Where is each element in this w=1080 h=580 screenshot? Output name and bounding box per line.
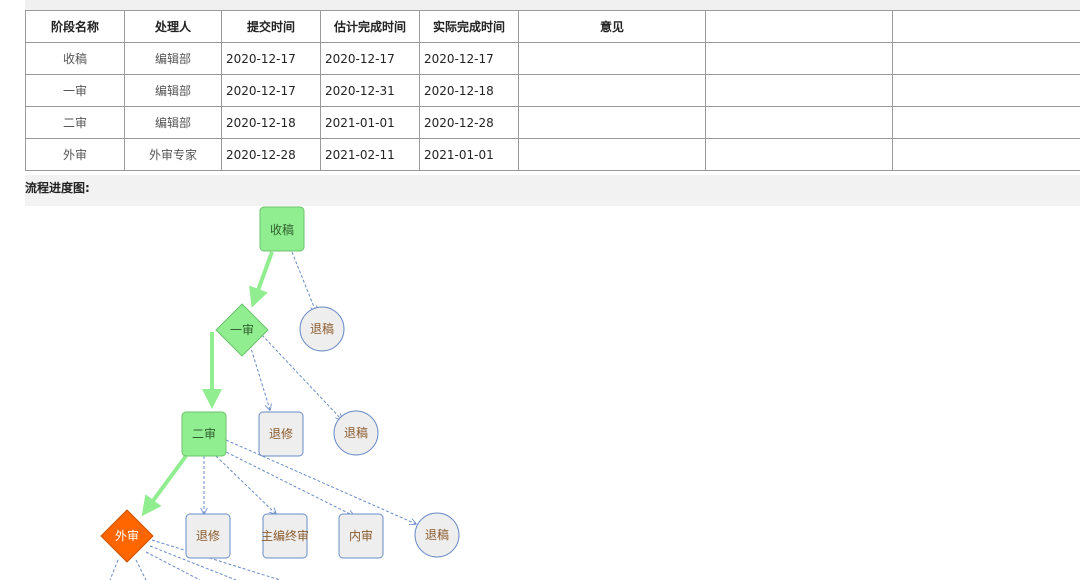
node-label: 一审 [230,322,254,337]
edge-ershen-neishen [221,449,354,516]
actual-cell: 2020-12-28 [419,106,519,139]
table-row: 收稿 编辑部 2020-12-17 2020-12-17 2020-12-17 [25,42,1080,75]
estimate-cell: 2021-02-11 [320,138,420,171]
edge-waishen-out2 [135,559,147,580]
node-tuixiu-2: 退修 [185,513,231,559]
col-header-actual-time: 实际完成时间 [419,10,519,43]
submit-cell: 2020-12-17 [221,74,321,107]
col-header-empty [892,10,1080,43]
table-row: 外审 外审专家 2020-12-28 2021-02-11 2021-01-01 [25,138,1080,171]
node-tuigao-1: 退稿 [299,306,345,352]
edge-waishen-out1 [109,559,119,580]
stage-cell: 收稿 [25,42,125,75]
stage-table: 阶段名称 处理人 提交时间 估计完成时间 实际完成时间 意见 收稿 编辑部 20… [25,10,1080,171]
table-header-row: 阶段名称 处理人 提交时间 估计完成时间 实际完成时间 意见 [25,10,1080,43]
submit-cell: 2020-12-18 [221,106,321,139]
done-edges [141,251,274,517]
col-header-handler: 处理人 [124,10,222,43]
stage-cell: 一审 [25,74,125,107]
node-yishen: 一审 [215,303,269,357]
col-header-stage: 阶段名称 [25,10,125,43]
col-header-opinion: 意见 [518,10,706,43]
node-label: 二审 [192,426,216,441]
pending-edges [109,251,416,580]
submit-cell: 2020-12-17 [221,42,321,75]
col-header-estimate-time: 估计完成时间 [320,10,420,43]
node-neishen: 内审 [338,513,384,559]
edge-yishen-tuigao [261,334,342,420]
edge-ershen-waishen [141,454,188,517]
empty-cell [892,74,1080,107]
node-tuigao-3: 退稿 [414,512,460,558]
empty-cell [892,42,1080,75]
node-label: 内审 [349,528,373,543]
empty-cell [705,138,893,171]
node-label: 主编终审 [261,528,309,543]
edge-waishen-out3 [145,551,201,580]
node-label: 退修 [196,528,220,543]
actual-cell: 2020-12-18 [419,74,519,107]
estimate-cell: 2021-01-01 [320,106,420,139]
node-label: 收稿 [270,222,294,237]
node-label: 退稿 [425,527,449,542]
actual-cell: 2021-01-01 [419,138,519,171]
estimate-cell: 2020-12-31 [320,74,420,107]
node-waishen: 外审 [100,509,154,563]
node-label: 退稿 [344,425,368,440]
edge-ershen-zhubian [215,455,276,514]
node-label: 退修 [269,426,293,441]
handler-cell: 外审专家 [124,138,222,171]
stage-cell: 二审 [25,106,125,139]
node-label: 退稿 [310,321,334,336]
edge-yishen-tuixiu [249,344,270,410]
node-ershen: 二审 [181,411,227,457]
stage-cell: 外审 [25,138,125,171]
node-label: 外审 [115,528,139,543]
edge-shougao-tuigao [291,251,316,312]
node-tuixiu-1: 退修 [258,411,304,457]
submit-cell: 2020-12-28 [221,138,321,171]
edge-waishen-out5 [151,539,281,580]
edge-ershen-tuigao [225,439,416,524]
node-tuigao-2: 退稿 [333,410,379,456]
node-shougao: 收稿 [259,206,305,252]
node-zhubian-zhongshen: 主编终审 [261,513,309,559]
empty-cell [705,42,893,75]
opinion-cell [518,42,706,75]
edge-shougao-yishen [249,251,274,308]
col-header-empty [705,10,893,43]
edge-waishen-out4 [149,545,237,580]
flow-section-title: 流程进度图: [25,175,1080,206]
empty-cell [705,106,893,139]
